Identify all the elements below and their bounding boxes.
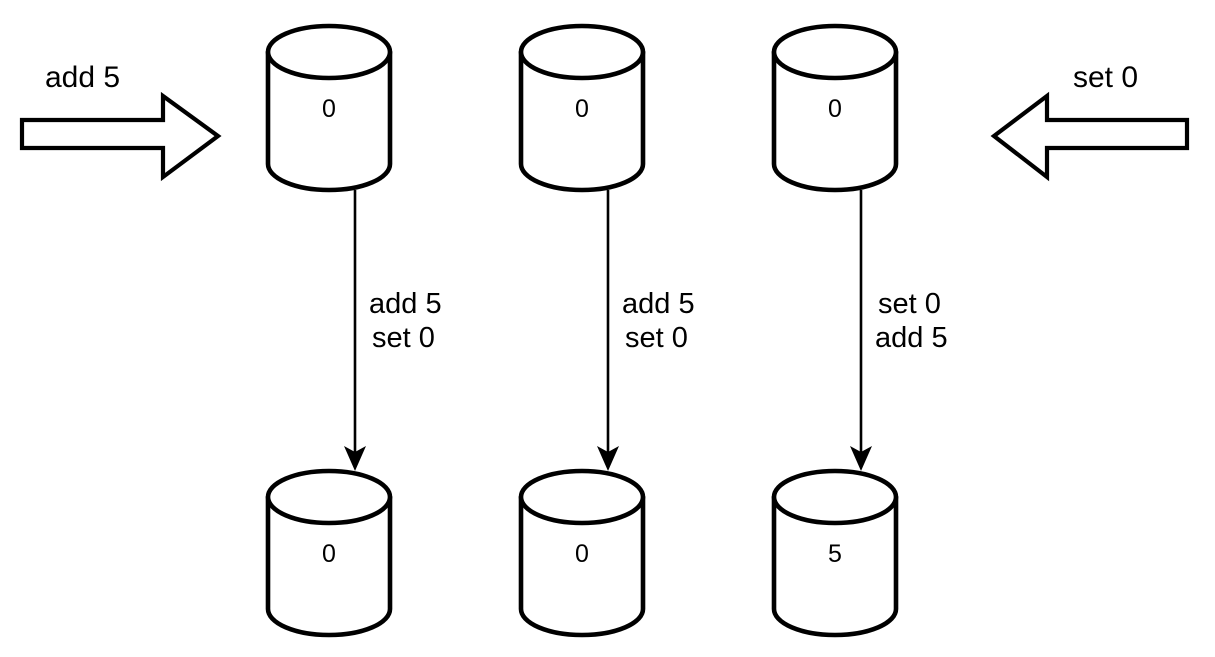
input-arrow-right-label: set 0 bbox=[1073, 61, 1139, 94]
cylinder-bottom-3-value: 5 bbox=[828, 540, 842, 568]
cylinder-top-2 bbox=[518, 23, 646, 193]
input-arrow-right-icon bbox=[990, 91, 1190, 182]
cylinder-bottom-3 bbox=[771, 468, 899, 638]
connector-2-operation-line1: add 5 bbox=[622, 288, 695, 320]
connector-1-operation-line1: add 5 bbox=[369, 288, 442, 320]
cylinder-bottom-3-lid bbox=[771, 468, 899, 526]
cylinder-bottom-1-body bbox=[265, 494, 393, 638]
cylinder-bottom-1-value: 0 bbox=[322, 540, 336, 568]
cylinder-bottom-2-lid bbox=[518, 468, 646, 526]
connector-2 bbox=[597, 190, 619, 471]
cylinder-top-3-lid bbox=[771, 23, 899, 81]
cylinder-bottom-2 bbox=[518, 468, 646, 638]
cylinder-top-1-body bbox=[265, 49, 393, 193]
connector-3-operation-line2: add 5 bbox=[875, 322, 948, 354]
input-arrow-left-icon bbox=[19, 91, 222, 182]
connector-1-operation-line2: set 0 bbox=[372, 322, 435, 354]
connector-2-operation-line2: set 0 bbox=[625, 322, 688, 354]
connector-3 bbox=[850, 190, 872, 471]
connector-3-arrowhead-icon bbox=[850, 446, 872, 471]
cylinder-bottom-2-value: 0 bbox=[575, 540, 589, 568]
cylinder-top-3-value: 0 bbox=[828, 95, 842, 123]
connector-2-arrowhead-icon bbox=[597, 446, 619, 471]
cylinder-bottom-1 bbox=[265, 468, 393, 638]
input-arrow-left-label: add 5 bbox=[45, 61, 121, 94]
cylinder-top-2-lid bbox=[518, 23, 646, 81]
cylinder-top-1 bbox=[265, 23, 393, 193]
cylinder-top-2-body bbox=[518, 49, 646, 193]
cylinder-top-2-value: 0 bbox=[575, 95, 589, 123]
connector-3-operation-line1: set 0 bbox=[878, 288, 941, 320]
cylinder-top-3-body bbox=[771, 49, 899, 193]
cylinder-top-1-value: 0 bbox=[322, 95, 336, 123]
cylinder-bottom-2-body bbox=[518, 494, 646, 638]
connector-1-arrowhead-icon bbox=[344, 446, 366, 471]
cylinder-top-3 bbox=[771, 23, 899, 193]
cylinder-top-1-lid bbox=[265, 23, 393, 81]
cylinder-bottom-1-lid bbox=[265, 468, 393, 526]
connector-1 bbox=[344, 190, 366, 471]
cylinder-bottom-3-body bbox=[771, 494, 899, 638]
